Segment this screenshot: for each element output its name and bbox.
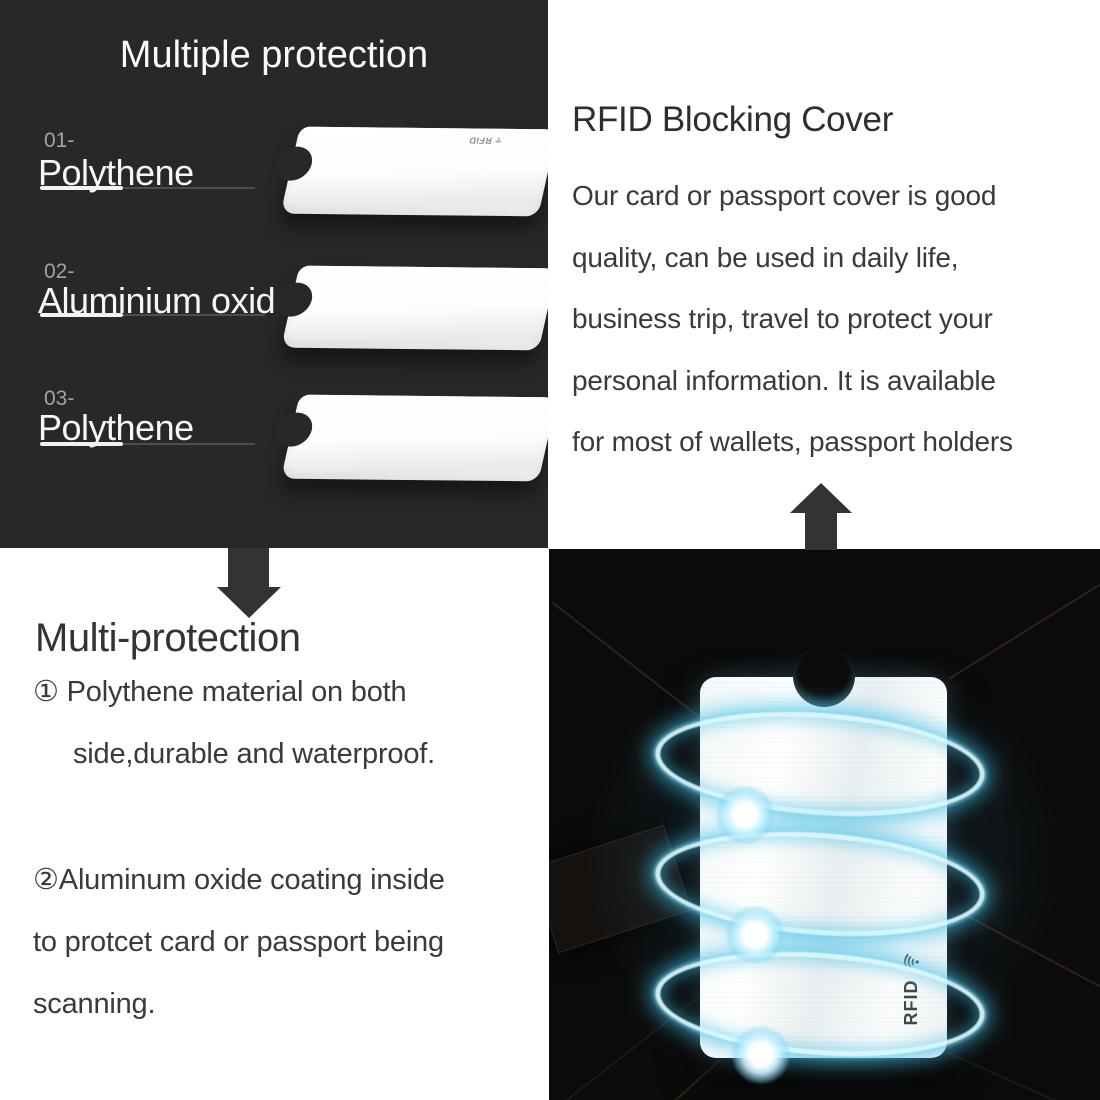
item-1-label: Polythene xyxy=(38,152,194,193)
description-line: personal information. It is available xyxy=(572,364,996,396)
description-line: Our card or passport cover is good xyxy=(572,180,997,211)
multi-protection-point-1: ① Polythene material on both side,durabl… xyxy=(33,661,435,785)
ring-light-flare-2 xyxy=(726,906,784,964)
multi-protection-point-2: ②Aluminum oxide coating inside to protce… xyxy=(33,849,445,1035)
rfid-blocking-description: Our card or passport cover is good quali… xyxy=(572,165,1098,473)
description-line: for most of wallets, passport holders xyxy=(572,426,1013,457)
point-line: ②Aluminum oxide coating inside xyxy=(33,864,445,896)
item-2-number: 02- xyxy=(44,260,75,283)
card-sleeve-image-3 xyxy=(272,394,548,482)
down-arrow xyxy=(217,548,281,618)
rfid-sleeve-product-image: RFID xyxy=(700,645,947,1058)
circuit-trace xyxy=(948,549,1100,680)
rfid-blocking-title: RFID Blocking Cover xyxy=(572,100,894,139)
wifi-signal-icon xyxy=(495,137,502,143)
point-line: ① Polythene material on both xyxy=(33,676,407,708)
rfid-mini-logo: RFID xyxy=(468,135,504,146)
sleeve-notch xyxy=(792,645,855,707)
ring-light-flare-3 xyxy=(732,1026,790,1084)
description-line: business trip, travel to protect your xyxy=(572,303,993,334)
sleeve-notch xyxy=(272,412,316,448)
multiple-protection-title: Multiple protection xyxy=(119,34,429,76)
card-sleeve-image-2 xyxy=(272,265,548,351)
point-line: scanning. xyxy=(33,988,156,1020)
description-line: quality, can be used in daily life, xyxy=(572,241,959,273)
wifi-signal-icon xyxy=(903,954,919,971)
rfid-blocking-panel: RFID Blocking Cover Our card or passport… xyxy=(548,0,1100,548)
point-line: to protcet card or passport being xyxy=(33,926,444,958)
card-sleeve-image-1: RFID xyxy=(272,126,548,217)
item-3-label: Polythene xyxy=(38,407,194,448)
item-1-number: 01- xyxy=(44,129,75,152)
rfid-logo: RFID xyxy=(900,947,922,1031)
multi-protection-title: Multi-protection xyxy=(35,616,301,660)
product-photo-panel: RFID xyxy=(549,549,1100,1100)
up-arrow xyxy=(790,483,852,550)
multiple-protection-panel: Multiple protection 01- Polythene 02- Al… xyxy=(0,0,548,548)
sleeve-notch xyxy=(272,146,316,181)
point-line: side,durable and waterproof. xyxy=(73,738,435,770)
multi-protection-panel: Multi-protection ① Polythene material on… xyxy=(0,548,549,1100)
ring-light-flare-1 xyxy=(716,786,774,844)
item-3-number: 03- xyxy=(44,387,75,410)
